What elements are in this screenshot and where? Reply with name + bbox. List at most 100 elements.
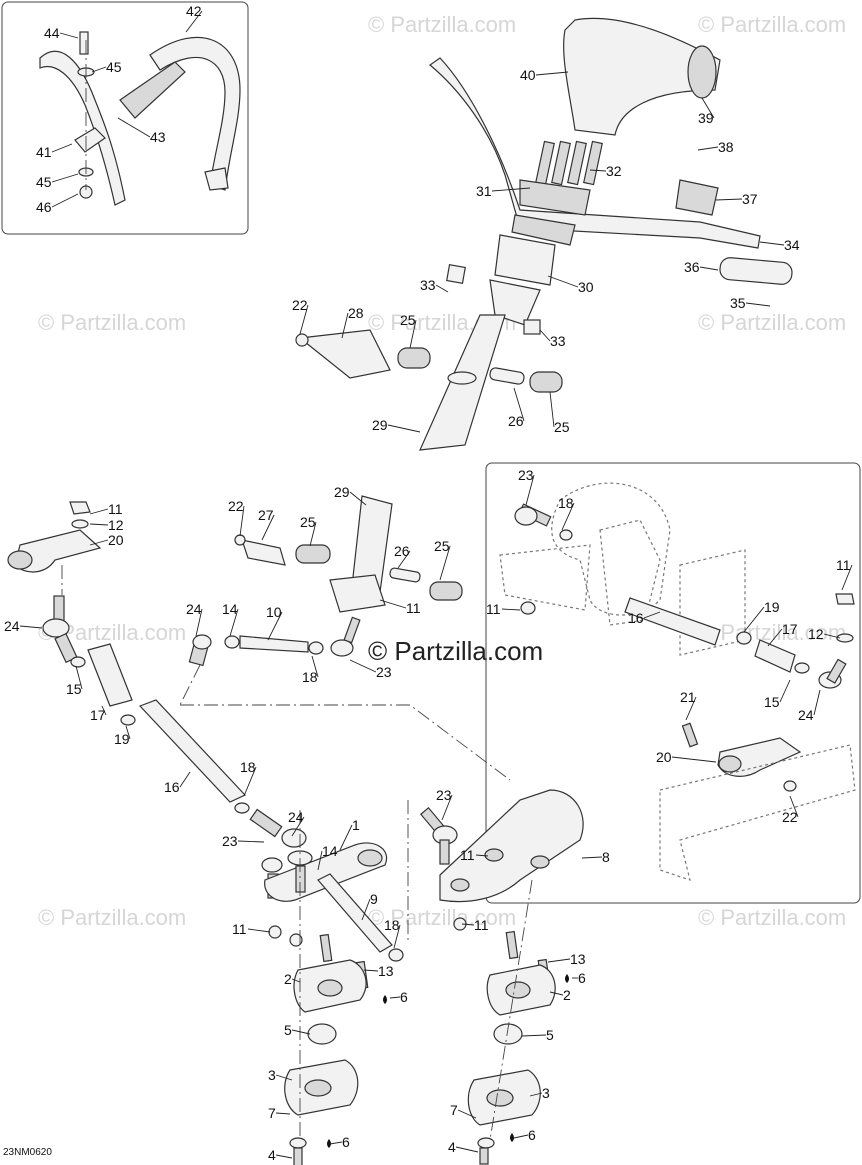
leader-line <box>643 611 661 619</box>
leader-line <box>387 424 421 433</box>
callout-label-6: 6 <box>400 989 408 1005</box>
callout-label-18: 18 <box>302 669 318 685</box>
callout-label-29: 29 <box>334 484 350 500</box>
leader-line <box>547 275 579 288</box>
callout-label-11: 11 <box>836 557 851 573</box>
leader-line <box>513 387 525 422</box>
watermark: © Partzilla.com <box>38 310 186 335</box>
leader-line <box>267 611 283 641</box>
callout-label-24: 24 <box>288 809 304 825</box>
leader-line <box>841 564 853 591</box>
handlebar-assembly <box>295 17 793 451</box>
leader-line <box>389 996 401 999</box>
leader-line <box>341 312 349 339</box>
leader-line <box>701 97 715 119</box>
callout-label-26: 26 <box>394 543 410 559</box>
callout-label-13: 13 <box>378 963 394 979</box>
leader-line <box>513 1134 529 1139</box>
leader-line <box>457 1109 477 1119</box>
callout-label-25: 25 <box>400 312 416 328</box>
leader-line <box>291 978 301 983</box>
leader-line <box>179 771 191 788</box>
leader-line <box>813 689 821 716</box>
callout-label-18: 18 <box>558 495 574 511</box>
leader-line <box>125 725 131 740</box>
leader-line <box>275 1074 293 1081</box>
tie-rod-assembly <box>7 501 307 899</box>
callout-label-17: 17 <box>782 621 798 637</box>
leader-line <box>89 539 109 546</box>
leader-line <box>329 1141 343 1145</box>
leader-line <box>475 854 489 857</box>
oil-drop-icon <box>383 995 387 1004</box>
leader-line <box>491 187 531 192</box>
callout-label-38: 38 <box>718 139 734 155</box>
callout-label-25: 25 <box>554 419 570 435</box>
callout-label-11: 11 <box>108 501 123 517</box>
callout-label-11: 11 <box>460 847 475 863</box>
callout-label-11: 11 <box>406 600 421 616</box>
leader-line <box>309 521 317 547</box>
callout-label-24: 24 <box>798 707 814 723</box>
watermark-main: © Partzilla.com <box>368 636 543 666</box>
leader-line <box>349 491 367 506</box>
callout-label-43: 43 <box>150 129 166 145</box>
leader-line <box>101 705 107 716</box>
callout-label-8: 8 <box>602 849 610 865</box>
callout-label-29: 29 <box>372 417 388 433</box>
callout-label-6: 6 <box>578 970 586 986</box>
leader-line <box>547 958 571 963</box>
leader-line <box>539 329 551 342</box>
callout-label-6: 6 <box>528 1127 536 1143</box>
callout-label-41: 41 <box>36 144 52 160</box>
callout-label-33: 33 <box>420 277 436 293</box>
callout-label-34: 34 <box>784 237 800 253</box>
leader-line <box>745 302 771 307</box>
inset-box-handlebar-pad <box>1 1 249 235</box>
callout-label-37: 37 <box>742 191 758 207</box>
leader-line <box>361 898 371 921</box>
leader-line <box>581 856 603 859</box>
drag-link-assembly <box>188 495 463 667</box>
leader-line <box>435 284 449 293</box>
leader-line <box>393 924 401 949</box>
callout-label-31: 31 <box>476 183 492 199</box>
leader-line <box>455 1146 479 1153</box>
leader-line <box>291 1029 311 1035</box>
leader-line <box>589 169 607 172</box>
lubricant-symbols <box>327 974 569 1148</box>
leader-line <box>243 766 257 797</box>
callout-label-2: 2 <box>284 971 292 987</box>
callout-label-19: 19 <box>114 731 130 747</box>
callout-label-44: 44 <box>44 25 60 41</box>
callout-label-16: 16 <box>164 779 180 795</box>
oil-drop-icon <box>565 974 569 983</box>
leader-line <box>19 625 43 629</box>
steering-arm-left <box>264 842 404 1165</box>
callout-label-23: 23 <box>436 787 452 803</box>
leader-line <box>823 633 841 639</box>
oil-drop-icon <box>510 1133 514 1142</box>
leader-line <box>759 241 785 246</box>
watermark: © Partzilla.com <box>698 310 846 335</box>
leader-line <box>51 143 73 153</box>
leader-line <box>261 514 275 541</box>
leader-line <box>275 1154 293 1159</box>
leader-line <box>529 1092 543 1097</box>
leader-line <box>715 198 743 201</box>
callout-label-13: 13 <box>570 951 586 967</box>
leader-line <box>91 66 107 73</box>
callout-label-23: 23 <box>222 833 238 849</box>
inset-box-steering-column <box>485 462 861 904</box>
leader-line <box>247 928 271 933</box>
callout-label-10: 10 <box>266 604 282 620</box>
leader-line <box>89 523 109 526</box>
leader-line <box>779 679 791 703</box>
callout-label-15: 15 <box>66 681 82 697</box>
leader-line <box>275 1112 291 1115</box>
watermark: © Partzilla.com <box>38 905 186 930</box>
leader-line <box>363 969 379 972</box>
callout-label-22: 22 <box>782 809 798 825</box>
